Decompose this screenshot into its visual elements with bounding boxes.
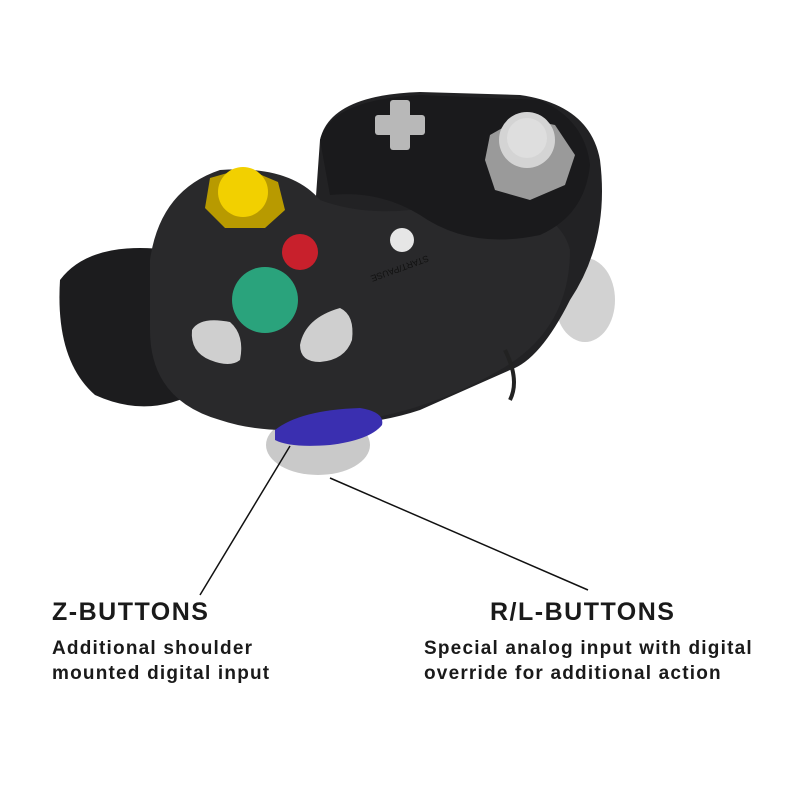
z-buttons-title: Z-BUTTONS: [52, 598, 210, 626]
b-button: [282, 234, 318, 270]
d-pad: [375, 100, 425, 150]
rl-buttons-description-line: Special analog input with digital: [424, 638, 753, 659]
z-button-leader-line: [199, 445, 291, 596]
rl-button-leader-line: [329, 477, 589, 591]
rl-buttons-title: R/L-BUTTONS: [490, 598, 676, 626]
cable: [503, 349, 516, 401]
a-button: [232, 267, 298, 333]
control-stick-cap: [507, 118, 547, 158]
z-buttons-description-line: mounted digital input: [52, 663, 271, 684]
y-button: [300, 308, 353, 362]
x-button: [191, 320, 242, 364]
rl-buttons-description: Special analog input with digital overri…: [424, 636, 753, 686]
z-button: [275, 408, 383, 446]
z-buttons-description-line: Additional shoulder: [52, 638, 254, 659]
z-buttons-description: Additional shoulder mounted digital inpu…: [52, 636, 270, 686]
c-stick: [218, 167, 268, 217]
start-pause-button: [390, 228, 414, 252]
rl-buttons-description-line: override for additional action: [424, 663, 722, 684]
